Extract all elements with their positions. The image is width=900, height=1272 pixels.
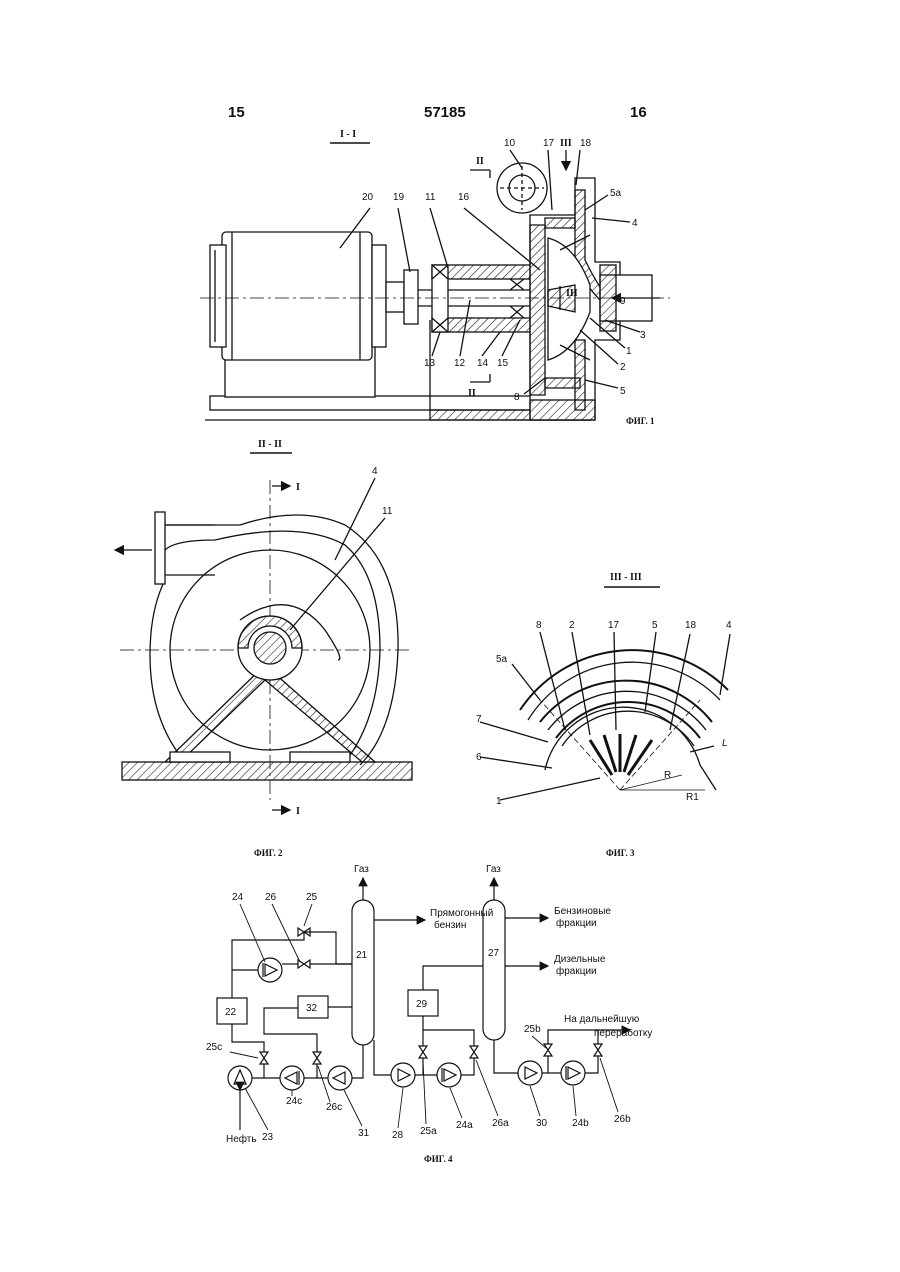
fig1-cut-3: III bbox=[560, 138, 572, 149]
svg-text:1: 1 bbox=[626, 346, 632, 357]
svg-text:25a: 25a bbox=[420, 1126, 437, 1137]
svg-text:1: 1 bbox=[496, 796, 502, 807]
svg-text:14: 14 bbox=[477, 358, 489, 369]
svg-text:R1: R1 bbox=[686, 792, 699, 803]
svg-text:переработку: переработку bbox=[594, 1027, 652, 1039]
svg-text:R: R bbox=[664, 770, 671, 781]
svg-text:32: 32 bbox=[306, 1003, 318, 1014]
fig2-cut-top: I bbox=[296, 482, 300, 493]
svg-text:фракции: фракции bbox=[556, 965, 597, 977]
svg-text:19: 19 bbox=[393, 192, 405, 203]
svg-text:15: 15 bbox=[497, 358, 509, 369]
svg-text:31: 31 bbox=[358, 1128, 370, 1139]
svg-text:L: L bbox=[722, 738, 728, 749]
svg-text:Прямогонный: Прямогонный bbox=[430, 908, 493, 919]
figure-2: II - II bbox=[115, 439, 412, 810]
svg-text:8: 8 bbox=[514, 392, 520, 403]
svg-text:29: 29 bbox=[416, 999, 428, 1010]
svg-text:27: 27 bbox=[488, 948, 500, 959]
svg-text:18: 18 bbox=[580, 138, 592, 149]
fig4-caption: ФИГ. 4 bbox=[424, 1154, 453, 1164]
svg-text:5: 5 bbox=[620, 386, 626, 397]
fig4-gas-1: Газ bbox=[354, 864, 369, 875]
svg-text:26a: 26a bbox=[492, 1118, 509, 1129]
svg-text:11: 11 bbox=[425, 192, 436, 203]
fig3-section-label: III - III bbox=[610, 572, 642, 583]
svg-text:11: 11 bbox=[382, 506, 393, 517]
svg-text:26c: 26c bbox=[326, 1102, 342, 1113]
svg-text:Бензиновые: Бензиновые bbox=[554, 906, 611, 917]
fig2-caption: ФИГ. 2 bbox=[254, 848, 283, 858]
fig1-cut-2b: II bbox=[468, 388, 476, 399]
svg-text:12: 12 bbox=[454, 358, 466, 369]
fig2-section-label: II - II bbox=[258, 439, 282, 450]
svg-text:30: 30 bbox=[536, 1118, 548, 1129]
svg-text:28: 28 bbox=[392, 1130, 404, 1141]
svg-text:2: 2 bbox=[569, 620, 575, 631]
fig4-gas-2: Газ bbox=[486, 864, 501, 875]
fig1-caption: ФИГ. 1 bbox=[626, 416, 655, 426]
svg-text:17: 17 bbox=[543, 138, 555, 149]
svg-text:3: 3 bbox=[640, 330, 646, 341]
figure-1: I - I bbox=[200, 129, 670, 420]
svg-text:4: 4 bbox=[372, 466, 378, 477]
svg-text:5a: 5a bbox=[610, 188, 622, 199]
svg-text:6: 6 bbox=[476, 752, 482, 763]
svg-text:бензин: бензин bbox=[434, 919, 466, 931]
svg-text:4: 4 bbox=[632, 218, 638, 229]
fig1-cut-3b: III bbox=[566, 288, 578, 299]
svg-text:9: 9 bbox=[620, 296, 626, 307]
svg-text:26: 26 bbox=[265, 892, 277, 903]
svg-text:16: 16 bbox=[458, 192, 470, 203]
svg-text:23: 23 bbox=[262, 1132, 274, 1143]
svg-text:7: 7 bbox=[476, 714, 482, 725]
svg-text:13: 13 bbox=[424, 358, 436, 369]
svg-text:25b: 25b bbox=[524, 1024, 541, 1035]
svg-text:17: 17 bbox=[608, 620, 620, 631]
fig3-caption: ФИГ. 3 bbox=[606, 848, 635, 858]
svg-text:26b: 26b bbox=[614, 1114, 631, 1125]
svg-text:4: 4 bbox=[726, 620, 732, 631]
svg-text:фракции: фракции bbox=[556, 917, 597, 929]
svg-text:24: 24 bbox=[232, 892, 244, 903]
svg-text:24c: 24c bbox=[286, 1096, 302, 1107]
svg-text:2: 2 bbox=[620, 362, 626, 373]
svg-text:25: 25 bbox=[306, 892, 318, 903]
svg-text:18: 18 bbox=[685, 620, 697, 631]
figure-3: III - III bbox=[480, 572, 730, 800]
svg-text:8: 8 bbox=[536, 620, 542, 631]
svg-text:21: 21 bbox=[356, 950, 368, 961]
svg-text:10: 10 bbox=[504, 138, 516, 149]
svg-text:5a: 5a bbox=[496, 654, 508, 665]
fig1-section-label: I - I bbox=[340, 129, 356, 140]
svg-text:На дальнейшую: На дальнейшую bbox=[564, 1014, 640, 1025]
svg-text:24a: 24a bbox=[456, 1120, 473, 1131]
fig2-cut-bottom: I bbox=[296, 806, 300, 817]
svg-text:25c: 25c bbox=[206, 1042, 222, 1053]
fig1-cut-2: II bbox=[476, 156, 484, 167]
svg-text:Нефть: Нефть bbox=[226, 1133, 257, 1145]
svg-text:Дизельные: Дизельные bbox=[554, 954, 606, 965]
svg-text:20: 20 bbox=[362, 192, 374, 203]
svg-text:5: 5 bbox=[652, 620, 658, 631]
svg-text:22: 22 bbox=[225, 1007, 237, 1018]
svg-text:24b: 24b bbox=[572, 1118, 589, 1129]
